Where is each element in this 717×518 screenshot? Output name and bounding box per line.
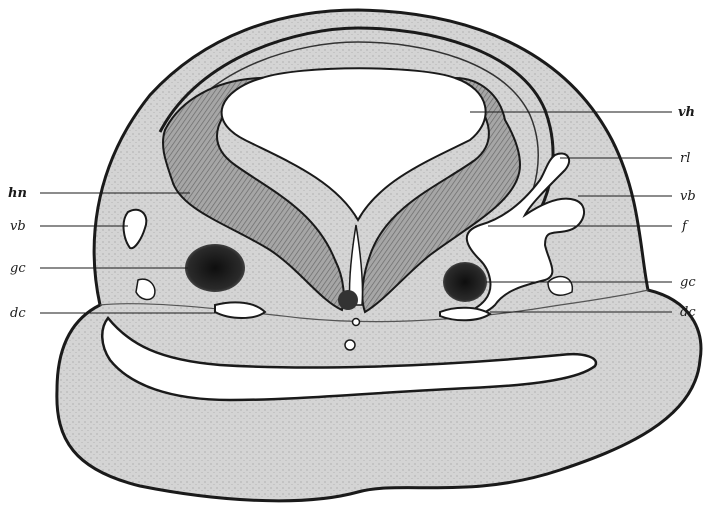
label-hn: hn — [8, 186, 27, 201]
label-right-dc: dc — [680, 305, 696, 320]
label-rl: rl — [680, 151, 690, 166]
label-right-gc: gc — [680, 275, 696, 290]
right-small-opening — [548, 277, 572, 296]
notochord-large — [345, 340, 355, 350]
label-f: f — [681, 219, 689, 234]
label-vh: vh — [678, 105, 695, 120]
right-dc-cavity — [440, 308, 490, 321]
notochord-small — [353, 319, 360, 326]
label-left-vb: vb — [10, 219, 26, 234]
label-left-dc: dc — [10, 306, 26, 321]
label-right-vb: vb — [680, 189, 696, 204]
midline-dark-spot — [338, 290, 358, 310]
right-ganglion — [443, 262, 487, 302]
left-ganglion — [185, 244, 245, 292]
label-left-gc: gc — [10, 261, 26, 276]
